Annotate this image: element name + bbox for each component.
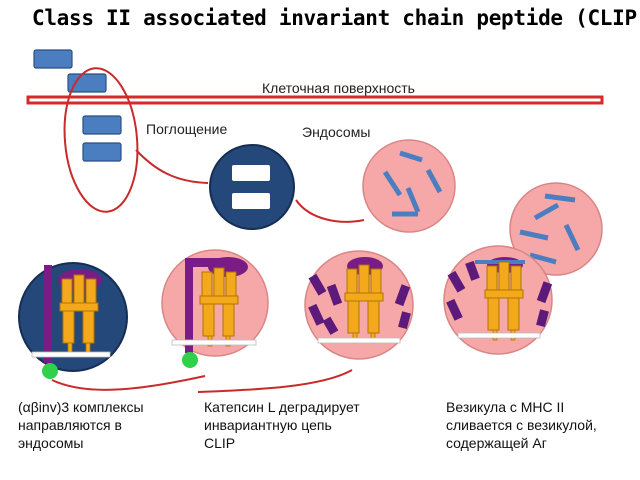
- green-anchor: [182, 352, 198, 368]
- mhc-complex: [31, 265, 111, 379]
- cell-membrane: [26, 95, 604, 105]
- connector-line: [295, 199, 365, 223]
- navy-vesicle: [209, 144, 295, 230]
- uptake-label: Поглощение: [146, 121, 228, 137]
- antigen-rods: [382, 150, 443, 217]
- green-anchor: [42, 363, 58, 379]
- caption-cathepsin-degrades: Катепсин L деградирует инвариантную цепь…: [204, 399, 360, 451]
- mhc-complex: [171, 257, 257, 368]
- uptake-loop: [63, 67, 139, 213]
- cell-surface-label: Клеточная поверхность: [262, 80, 415, 96]
- pink-endosome: [362, 139, 456, 233]
- antigen-block: [232, 165, 270, 181]
- antigen-block: [67, 73, 107, 93]
- connector-line: [51, 375, 206, 391]
- mhc-complex: [457, 257, 541, 341]
- antigen-vesicle: [509, 182, 603, 276]
- connector-line: [135, 149, 209, 184]
- diagram-title: Class II associated invariant chain pept…: [32, 6, 640, 30]
- connector-line: [197, 369, 353, 393]
- invariant-fragments: [446, 260, 553, 328]
- invariant-fragments: [308, 273, 411, 335]
- caption-complex-to-endosome: (αβinv)3 комплексы направляются в эндосо…: [18, 399, 144, 451]
- antigen-block: [82, 142, 122, 162]
- endosomes-label: Эндосомы: [302, 124, 371, 140]
- caption-vesicle-fusion: Везикула с MHC II сливается с везикулой,…: [446, 399, 597, 451]
- antigen-block: [232, 193, 270, 209]
- mhc-complex: [317, 257, 401, 344]
- antigen-block: [33, 49, 73, 69]
- antigen-block: [82, 115, 122, 135]
- antigen-rods: [519, 193, 581, 265]
